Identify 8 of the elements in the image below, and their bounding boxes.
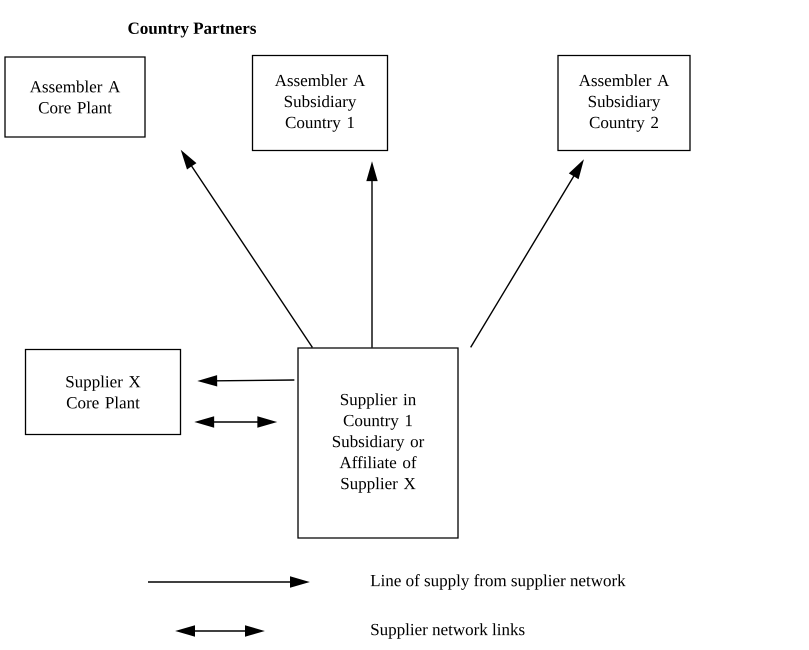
- title: Country Partners: [128, 22, 256, 38]
- box: Assembler A Subsidiary Country 2: [557, 54, 691, 152]
- box: Assembler A Core Plant: [4, 56, 146, 138]
- box: Assembler A Subsidiary Country 1: [252, 54, 388, 152]
- box: Supplier X Core Plant: [24, 348, 182, 436]
- legend-text: Line of supply from supplier network: [370, 574, 626, 590]
- legend-text: Supplier network links: [371, 623, 524, 639]
- box: Supplier in Country 1 Subsidiary or Affiliate of Supplier X: [297, 347, 459, 539]
